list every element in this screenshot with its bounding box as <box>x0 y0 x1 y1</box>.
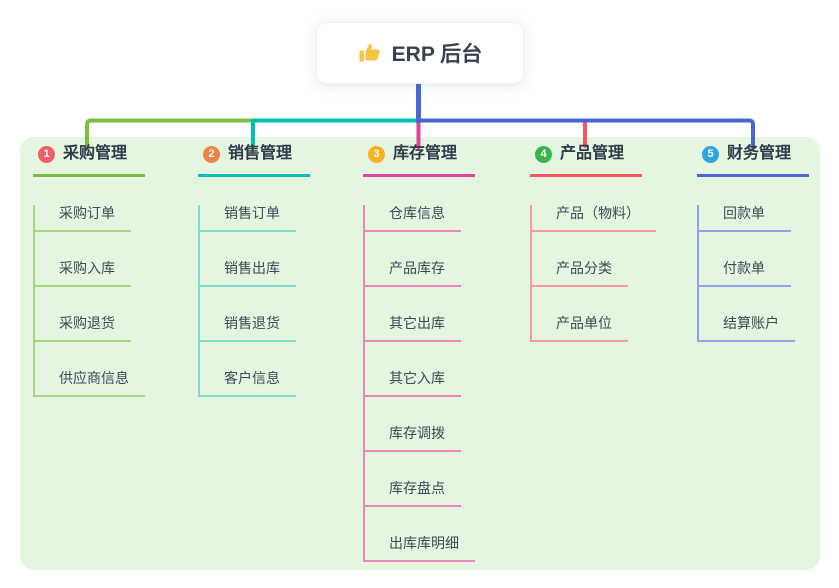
child-node[interactable]: 付款单 <box>699 260 791 287</box>
child-node[interactable]: 销售退货 <box>200 315 296 342</box>
child-node[interactable]: 出库库明细 <box>365 535 475 562</box>
child-label: 出库库明细 <box>389 535 459 551</box>
branch-children: 回款单 付款单 结算账户 <box>697 205 795 342</box>
child-node[interactable]: 产品分类 <box>532 260 628 287</box>
child-node[interactable]: 其它入库 <box>365 370 461 397</box>
child-label: 销售订单 <box>224 205 280 221</box>
child-label: 销售出库 <box>224 260 280 276</box>
child-node[interactable]: 仓库信息 <box>365 205 461 232</box>
branch-title[interactable]: 1 采购管理 <box>33 143 145 177</box>
child-node[interactable]: 采购入库 <box>35 260 131 287</box>
child-node[interactable]: 结算账户 <box>699 315 795 342</box>
branch-label: 采购管理 <box>63 145 128 162</box>
child-node[interactable]: 产品单位 <box>532 315 628 342</box>
branch-index-badge: 1 <box>38 145 55 163</box>
child-label: 库存盘点 <box>389 480 445 496</box>
branch-children: 产品（物料） 产品分类 产品单位 <box>530 205 656 342</box>
child-label: 供应商信息 <box>59 370 129 386</box>
child-node[interactable]: 供应商信息 <box>35 370 145 397</box>
child-node[interactable]: 库存调拨 <box>365 425 461 452</box>
child-label: 产品单位 <box>556 315 612 331</box>
thumbs-up-icon <box>358 41 382 65</box>
child-label: 库存调拨 <box>389 425 445 441</box>
root-label: ERP 后台 <box>391 43 483 66</box>
child-label: 产品（物料） <box>556 205 640 221</box>
branch-4: 4 产品管理 产品（物料） 产品分类 产品单位 <box>530 143 656 342</box>
branch-index-badge: 3 <box>368 145 385 163</box>
child-node[interactable]: 采购退货 <box>35 315 131 342</box>
child-node[interactable]: 回款单 <box>699 205 791 232</box>
branch-index-badge: 5 <box>702 145 719 163</box>
child-label: 采购入库 <box>59 260 115 276</box>
branches-panel <box>20 137 820 570</box>
child-node[interactable]: 其它出库 <box>365 315 461 342</box>
child-label: 客户信息 <box>224 370 280 386</box>
child-node[interactable]: 客户信息 <box>200 370 296 397</box>
child-node[interactable]: 采购订单 <box>35 205 131 232</box>
branch-1: 1 采购管理 采购订单 采购入库 采购退货 供应商信息 <box>33 143 145 397</box>
child-label: 采购退货 <box>59 315 115 331</box>
branch-title[interactable]: 5 财务管理 <box>697 143 809 177</box>
child-node[interactable]: 库存盘点 <box>365 480 461 507</box>
child-label: 销售退货 <box>224 315 280 331</box>
child-label: 仓库信息 <box>389 205 445 221</box>
branch-label: 产品管理 <box>560 145 625 162</box>
branch-2: 2 销售管理 销售订单 销售出库 销售退货 客户信息 <box>198 143 310 397</box>
child-label: 回款单 <box>723 205 765 221</box>
child-label: 其它入库 <box>389 370 445 386</box>
branch-title[interactable]: 2 销售管理 <box>198 143 310 177</box>
branch-label: 库存管理 <box>393 145 458 162</box>
branch-title[interactable]: 3 库存管理 <box>363 143 475 177</box>
branch-children: 仓库信息 产品库存 其它出库 其它入库 库存调拨 库存盘点 出库库明细 <box>363 205 475 562</box>
child-node[interactable]: 销售出库 <box>200 260 296 287</box>
branch-children: 采购订单 采购入库 采购退货 供应商信息 <box>33 205 145 397</box>
branch-label: 销售管理 <box>228 145 293 162</box>
root-node[interactable]: ERP 后台 <box>316 22 524 84</box>
child-label: 付款单 <box>723 260 765 276</box>
branch-index-badge: 4 <box>535 145 552 163</box>
branch-5: 5 财务管理 回款单 付款单 结算账户 <box>697 143 809 342</box>
child-node[interactable]: 产品库存 <box>365 260 461 287</box>
branch-index-badge: 2 <box>203 145 220 163</box>
child-node[interactable]: 销售订单 <box>200 205 296 232</box>
child-label: 产品库存 <box>389 260 445 276</box>
child-label: 其它出库 <box>389 315 445 331</box>
child-label: 产品分类 <box>556 260 612 276</box>
child-label: 采购订单 <box>59 205 115 221</box>
child-node[interactable]: 产品（物料） <box>532 205 656 232</box>
branch-3: 3 库存管理 仓库信息 产品库存 其它出库 其它入库 库存调拨 库存盘点 出库库… <box>363 143 475 562</box>
child-label: 结算账户 <box>723 315 779 331</box>
branch-title[interactable]: 4 产品管理 <box>530 143 642 177</box>
branch-children: 销售订单 销售出库 销售退货 客户信息 <box>198 205 296 397</box>
branch-label: 财务管理 <box>727 145 792 162</box>
